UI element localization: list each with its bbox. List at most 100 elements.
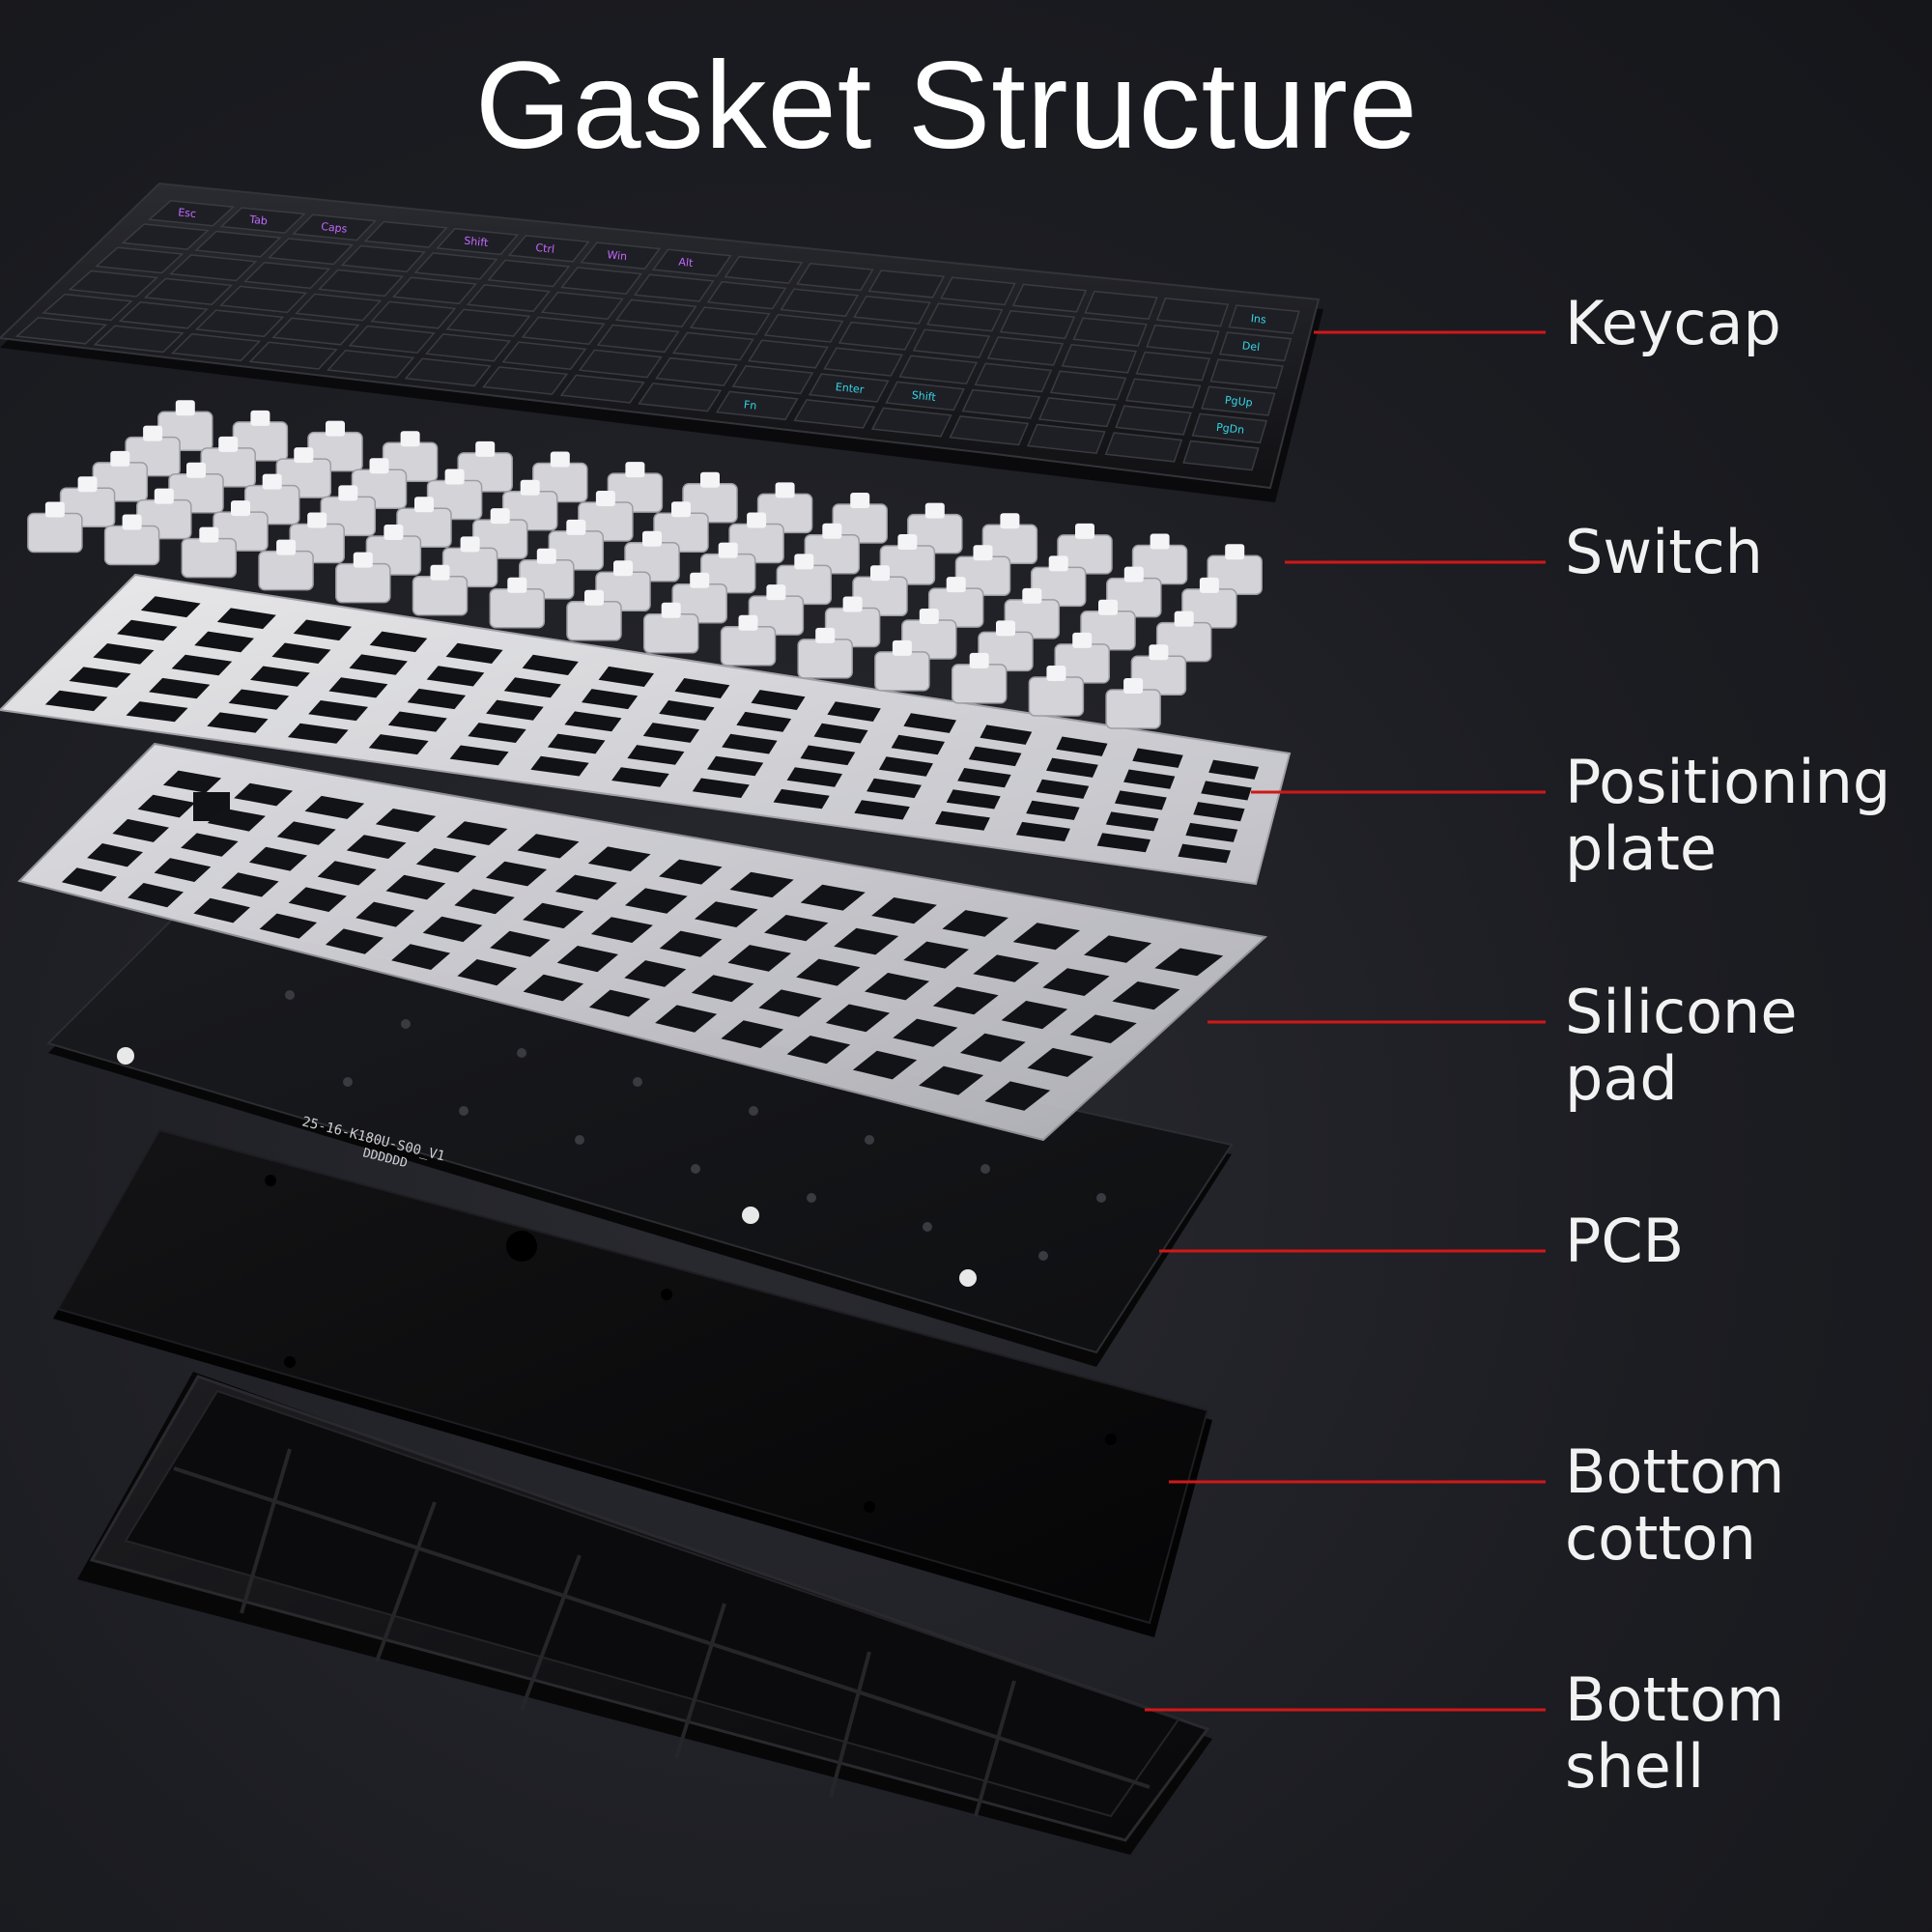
switch-housing	[874, 651, 930, 692]
switch-housing	[951, 664, 1008, 704]
keycap	[596, 324, 680, 354]
pcb-layer: 25-16-K180U-S00_V1 DDDDDD	[46, 911, 1234, 1367]
switch-stem	[175, 400, 195, 416]
plate-switch-hole	[854, 800, 910, 820]
plate-switch-hole	[674, 678, 730, 698]
silicone-pad-hole	[659, 859, 723, 885]
switch-stem	[1075, 523, 1094, 539]
switch-housing	[181, 537, 238, 579]
plate-switch-hole	[1132, 748, 1183, 768]
switch-stem	[718, 542, 738, 558]
switch-stem	[262, 473, 282, 490]
switch-stem	[218, 436, 239, 452]
label-bottom-cotton: Bottom cotton	[1565, 1436, 1785, 1575]
keycap	[268, 238, 355, 266]
keycap	[1124, 378, 1202, 409]
diagram-title: Gasket Structure	[474, 37, 1419, 175]
switch-stem	[892, 639, 912, 656]
switch-stem	[44, 501, 65, 518]
silicone-pad-hole	[259, 913, 318, 939]
keycap	[292, 213, 378, 242]
switch-housing	[1105, 689, 1161, 729]
switch-stem	[1123, 678, 1144, 694]
plate-switch-hole	[722, 733, 778, 754]
plate-switch-hole	[522, 654, 579, 675]
silicone-pad-hole	[1001, 1001, 1068, 1030]
label-pcb: PCB	[1565, 1206, 1685, 1276]
keycap	[219, 207, 306, 234]
plate-switch-hole	[194, 631, 254, 653]
keycap	[248, 341, 338, 370]
keycap	[898, 355, 979, 385]
plate-switch-hole	[117, 619, 178, 641]
plate-switch-hole	[530, 755, 589, 777]
switch-stem	[122, 514, 142, 530]
plate-switch-hole	[867, 778, 922, 799]
switch-stem	[566, 519, 586, 535]
silicone-pad-hole	[729, 871, 794, 898]
keycap	[796, 263, 874, 292]
keycap	[370, 300, 457, 329]
keycap	[243, 261, 331, 290]
keycap	[838, 321, 918, 351]
switch-housing	[1028, 676, 1085, 717]
plate-switch-hole	[216, 608, 276, 630]
switch-stem	[1199, 577, 1219, 593]
keycap	[1218, 331, 1293, 362]
silicone-pad-hole	[903, 941, 969, 969]
silicone-pad-hole	[355, 901, 415, 927]
plate-switch-hole	[891, 734, 945, 755]
plate-switch-hole	[368, 734, 429, 755]
silicone-pad-hole	[624, 960, 687, 987]
keycap	[219, 285, 308, 314]
switch-stem	[996, 620, 1015, 637]
plate-switch-hole	[407, 688, 467, 710]
silicone-pad-hole	[523, 974, 584, 1002]
switch-stem	[1046, 666, 1066, 681]
silicone-pad-hole	[625, 888, 688, 914]
switch-stem	[444, 469, 465, 485]
keycap	[689, 306, 771, 335]
keycap	[95, 246, 185, 274]
keycap	[295, 293, 383, 322]
switch-stem	[613, 560, 633, 577]
plate-switch-hole	[786, 767, 842, 787]
silicone-pad-hole	[691, 975, 754, 1003]
silicone-pad-hole	[655, 1005, 718, 1033]
silicone-pad-hole	[588, 989, 651, 1017]
switch-housing	[797, 639, 853, 679]
plate-switch-hole	[980, 724, 1033, 745]
silicone-pad-hole	[288, 887, 347, 912]
silicone-pad-hole	[727, 945, 791, 972]
switch-housing	[258, 550, 314, 591]
switch-stem	[353, 552, 373, 568]
switch-stem	[1048, 555, 1068, 572]
keycap	[194, 309, 285, 338]
keycap	[121, 223, 210, 250]
silicone-pad-hole	[128, 883, 184, 908]
plate-switch-hole	[878, 756, 933, 777]
keycap	[1072, 317, 1148, 347]
keycap	[925, 302, 1004, 332]
keycap	[1201, 385, 1276, 416]
keycap	[14, 317, 108, 345]
plate-switch-hole	[328, 677, 388, 698]
plate-switch-hole	[1105, 811, 1159, 832]
silicone-pad-hole	[764, 915, 829, 942]
keycap	[724, 255, 804, 284]
switch-stem	[642, 530, 662, 547]
switch-stem	[430, 564, 450, 581]
switch-housing	[642, 613, 699, 654]
switch-stem	[250, 410, 270, 426]
keycap	[466, 284, 551, 313]
keycap	[445, 308, 531, 337]
label-positioning-plate: Positioning plate	[1565, 747, 1891, 885]
plate-switch-hole	[946, 789, 1001, 810]
plate-switch-hole	[293, 619, 353, 641]
switch-layer	[27, 400, 1263, 729]
switch-stem	[973, 545, 993, 561]
plate-switch-hole	[827, 701, 881, 722]
silicone-pad-hole	[932, 986, 999, 1015]
keycap	[1049, 370, 1127, 401]
silicone-pad-hole	[446, 821, 508, 845]
